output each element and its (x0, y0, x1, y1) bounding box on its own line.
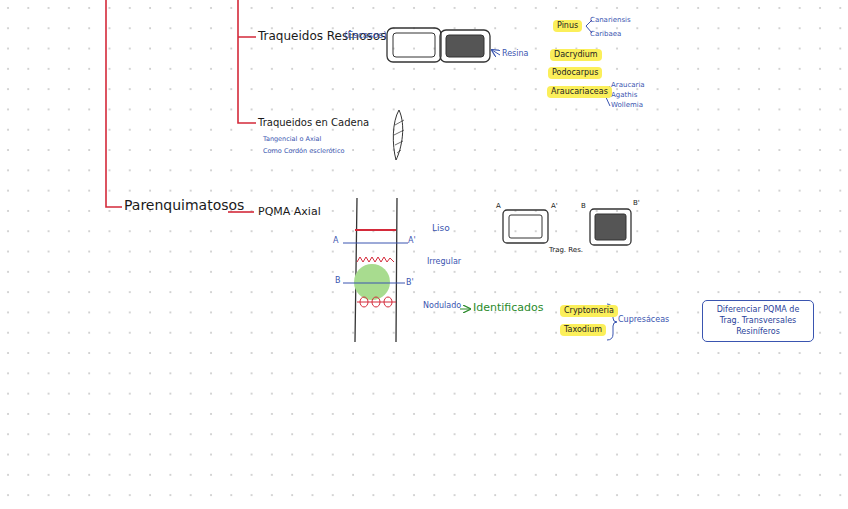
node-text: Pinus (557, 21, 578, 31)
highlight-chip: Cryptomeria (560, 305, 618, 317)
node-text: Cryptomeria (564, 306, 614, 316)
note-text: (Escasos) (344, 31, 387, 41)
highlight-chip: Taxodium (560, 324, 606, 336)
note-text: B' (406, 279, 414, 288)
note-text: A' (551, 203, 558, 211)
note-text: B (335, 277, 341, 286)
note-text: A' (408, 237, 416, 246)
note-text: B (581, 203, 586, 211)
note-text: Parenquimatosos (124, 198, 244, 213)
note-text: Resina (502, 50, 528, 59)
note-text: Liso (432, 224, 450, 234)
node-text: Dacrydium (554, 50, 598, 60)
note-text: Identificados (473, 302, 544, 314)
note-text: Trag. Res. (549, 247, 583, 255)
highlight-chip: Araucariaceas (547, 86, 612, 98)
note-text: PQMA Axial (258, 206, 321, 218)
node-text: Taxodium (564, 325, 602, 335)
note-text: Traqueidos en Cadena (258, 117, 369, 128)
highlight-chip: Dacrydium (550, 49, 602, 61)
note-text: Agathis (611, 92, 637, 100)
note-text: Cupresáceas (618, 316, 669, 325)
note-text: A (333, 237, 338, 246)
note-text: Tangencial o Axial (263, 136, 321, 143)
node-text: Araucariaceas (551, 87, 608, 97)
note-text: Araucaria (611, 82, 645, 90)
note-text: Canariensis (590, 17, 631, 25)
highlight-chip: Pinus (553, 20, 582, 32)
highlight-chip: Podocarpus (548, 67, 602, 79)
note-text: Wollemia (611, 102, 643, 110)
note-text: Irregular (427, 258, 461, 267)
note-text: A (496, 203, 501, 211)
note-text: B' (633, 200, 640, 208)
note-box: Diferenciar PQMA de Trag. Transversales … (702, 300, 814, 342)
note-text: Como Cordón esclerótico (263, 148, 344, 155)
note-text: Caribaea (590, 31, 621, 39)
node-text: Diferenciar PQMA de Trag. Transversales … (709, 305, 807, 337)
note-text: Nodulado (423, 302, 461, 311)
node-text: Podocarpus (552, 68, 598, 78)
